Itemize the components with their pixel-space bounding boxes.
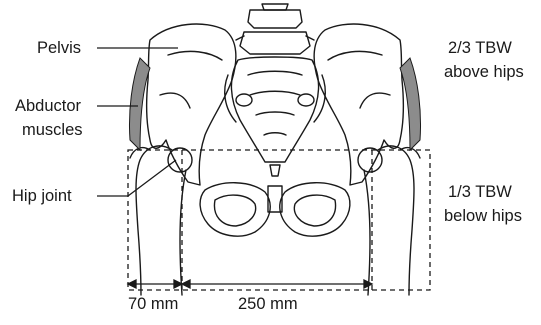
left-obturator-ring	[200, 183, 270, 236]
below-hips-label-line1: 1/3 TBW	[448, 182, 512, 202]
lumbar-vertebra-2	[240, 32, 310, 54]
hip-joint-label: Hip joint	[12, 186, 72, 206]
right-femoral-head	[358, 148, 382, 172]
left-femoral-head	[168, 148, 192, 172]
lever-arm-dimension: 70 mm	[128, 294, 178, 314]
below-hips-label-line2: below hips	[444, 206, 522, 226]
pelvis-label: Pelvis	[37, 38, 81, 58]
sacrum	[231, 57, 318, 162]
abductor-label-line2: muscles	[22, 120, 83, 140]
abductor-label-line1: Abductor	[15, 96, 81, 116]
hip-width-dimension: 250 mm	[238, 294, 298, 314]
lumbar-vertebra-1	[248, 10, 302, 28]
above-hips-label-line1: 2/3 TBW	[448, 38, 512, 58]
above-hips-label-line2: above hips	[444, 62, 524, 82]
right-femur	[378, 146, 414, 295]
right-obturator-ring	[280, 183, 350, 236]
left-femur	[136, 146, 172, 295]
